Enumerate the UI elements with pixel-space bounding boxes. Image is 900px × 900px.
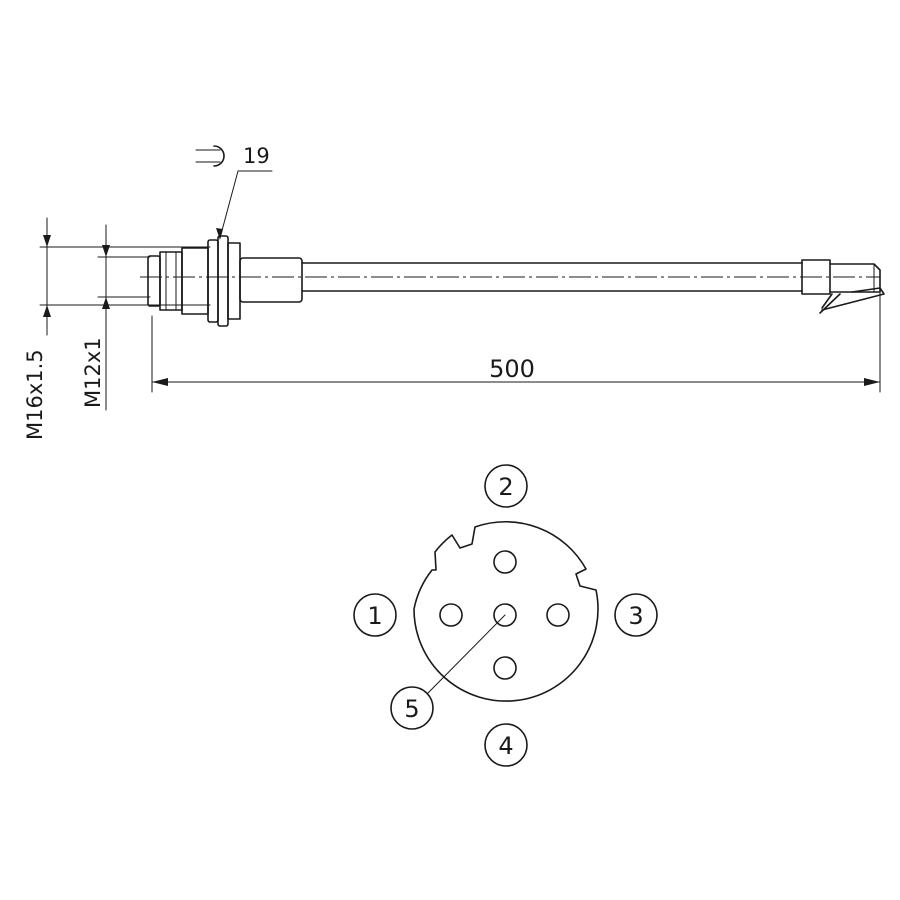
pin-hole-2 bbox=[493, 550, 517, 574]
pin-label-4: 4 bbox=[498, 732, 513, 760]
pin-callout-2: 2 bbox=[484, 464, 528, 508]
wrench-icon bbox=[195, 145, 225, 167]
pin-hole-4 bbox=[493, 656, 517, 680]
thread-outer-label: M16x1.5 bbox=[23, 349, 47, 440]
connector-housing bbox=[147, 235, 303, 327]
wrench-leader-line bbox=[219, 170, 273, 239]
pin-5-leader bbox=[427, 614, 506, 694]
pin-hole-1 bbox=[439, 603, 463, 627]
pin-hole-3 bbox=[546, 603, 570, 627]
thread-dimension-inner bbox=[97, 224, 151, 411]
connector-face-outline bbox=[413, 520, 599, 702]
thread-dimension-outer bbox=[39, 217, 211, 336]
wrench-size-label: 19 bbox=[243, 144, 270, 168]
pin-label-5: 5 bbox=[404, 695, 419, 723]
side-view: 19 bbox=[23, 144, 885, 440]
pin-hole-5 bbox=[493, 603, 517, 627]
length-dimension bbox=[151, 291, 881, 393]
pin-callout-5: 5 bbox=[390, 686, 434, 730]
pin-label-2: 2 bbox=[498, 473, 513, 501]
rj45-plug bbox=[801, 259, 885, 314]
pin-callout-1: 1 bbox=[353, 593, 397, 637]
pin-label-3: 3 bbox=[628, 602, 643, 630]
length-label: 500 bbox=[489, 355, 535, 383]
pin-label-1: 1 bbox=[367, 602, 382, 630]
cable bbox=[301, 262, 803, 292]
pin-callout-3: 3 bbox=[614, 593, 658, 637]
wrench-leader-arrow bbox=[216, 228, 223, 240]
thread-inner-label: M12x1 bbox=[81, 337, 105, 408]
pin-callout-4: 4 bbox=[484, 723, 528, 767]
pin-layout-view: 2 1 3 4 5 bbox=[353, 464, 658, 767]
